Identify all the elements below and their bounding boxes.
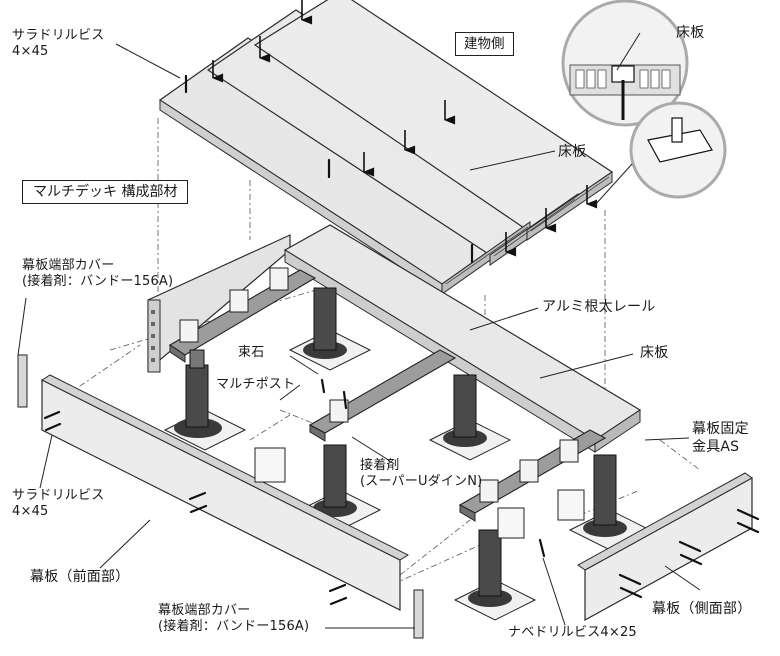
- label-aluminum-rail: アルミ根太レール: [542, 299, 656, 315]
- label-fascia-bracket-line2: 金具AS: [692, 439, 740, 455]
- label-screw-left-line1: サラドリルビス: [12, 488, 105, 503]
- rail-brackets: [179, 267, 579, 503]
- label-end-cover-bottom-line2: (接着剤：バンドー156A): [158, 619, 310, 634]
- end-covers: [17, 354, 424, 639]
- label-screw-left: サラドリルビス 4×45: [12, 488, 104, 520]
- label-fascia-side: 幕板（側面部）: [652, 601, 752, 617]
- label-screw-top: サラドリルビス 4×45: [12, 28, 104, 60]
- post-2: [288, 287, 372, 371]
- label-foundation-stone: 束石: [238, 345, 265, 360]
- side-fascia-board: [577, 472, 753, 622]
- insertion-arrows: [211, 0, 598, 257]
- screws: [43, 74, 760, 606]
- post-3: [298, 444, 382, 531]
- building-side-label: 建物側: [455, 32, 514, 56]
- label-floor-board-mid: 床板: [640, 345, 669, 361]
- support-posts: [163, 287, 652, 621]
- post-1: [163, 349, 247, 451]
- label-fascia-bracket-line1: 幕板固定: [692, 421, 749, 437]
- label-screw-top-line2: 4×45: [12, 44, 49, 59]
- label-end-cover-left: 幕板端部カバー (接着剤：バンドー156A): [22, 258, 173, 290]
- label-multi-post: マルチポスト: [216, 377, 296, 392]
- label-end-cover-bottom-line1: 幕板端部カバー: [158, 603, 251, 618]
- label-adhesive-line2: (スーパーUダインN): [360, 474, 483, 489]
- label-floor-board-detail: 床板: [676, 25, 705, 41]
- detail-callouts: [561, 0, 727, 206]
- front-fascia-board: [40, 374, 410, 611]
- label-screw-bottom: ナベドリルビス4×25: [508, 625, 637, 640]
- label-floor-board-top: 床板: [558, 144, 587, 160]
- label-screw-left-line2: 4×45: [12, 504, 49, 519]
- label-adhesive-line1: 接着剤: [360, 458, 400, 473]
- label-fascia-front: 幕板（前面部）: [30, 569, 130, 585]
- leader-lines: [17, 32, 701, 629]
- post-5: [453, 529, 537, 621]
- label-end-cover-left-line2: (接着剤：バンドー156A): [22, 274, 174, 289]
- label-end-cover-left-line1: 幕板端部カバー: [22, 258, 115, 273]
- fascia-bracket-part: [254, 447, 585, 539]
- post-4: [428, 374, 512, 461]
- top-floor-boards: [158, 0, 614, 295]
- label-fascia-bracket: 幕板固定 金具AS: [692, 420, 749, 456]
- label-adhesive: 接着剤 (スーパーUダインN): [360, 458, 482, 490]
- label-screw-top-line1: サラドリルビス: [12, 28, 105, 43]
- group-title-box: マルチデッキ 構成部材: [22, 180, 189, 204]
- label-end-cover-bottom: 幕板端部カバー (接着剤：バンドー156A): [158, 603, 309, 635]
